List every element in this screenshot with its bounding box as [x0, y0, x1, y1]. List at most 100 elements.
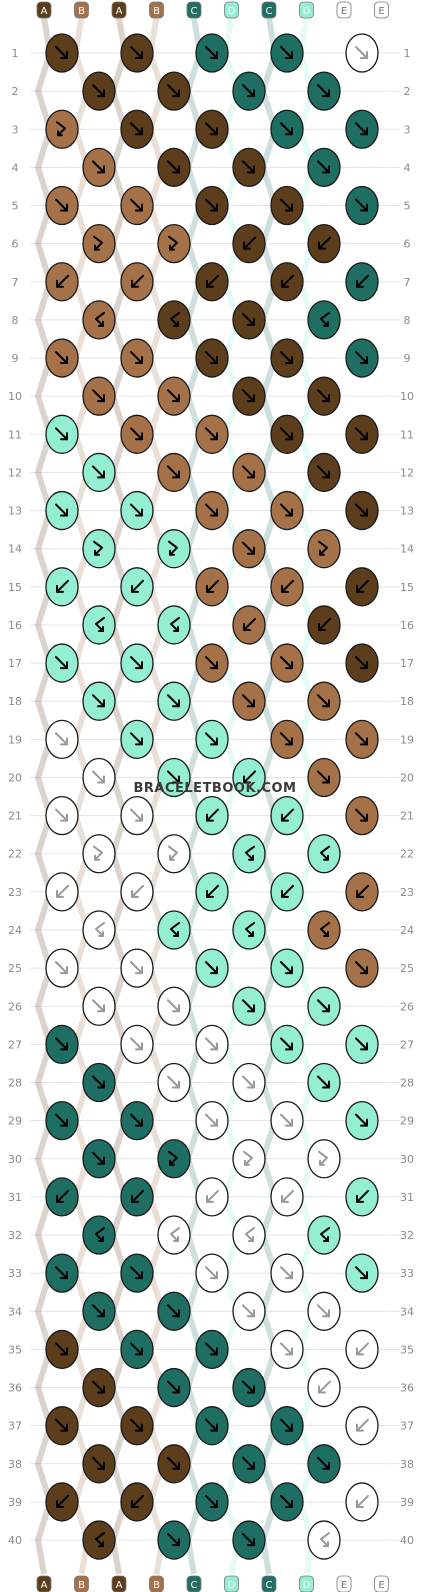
string-letter: D	[303, 6, 311, 17]
string-letter: D	[303, 1580, 311, 1591]
string-strand	[372, 17, 391, 1575]
knot-arrow-icon	[205, 122, 218, 136]
row-number-right: 6	[404, 238, 411, 251]
row-number-right: 38	[400, 1458, 414, 1471]
knot-arrow-icon	[92, 1380, 105, 1394]
knot-arrow-icon	[355, 1266, 368, 1280]
knot-arrow-icon	[242, 541, 255, 555]
knot-arrow-icon	[92, 770, 105, 784]
knot-arrow-icon	[317, 999, 330, 1013]
knot-arrow-icon	[131, 884, 144, 898]
string-tab-bottom	[336, 1575, 352, 1592]
knot-arrow-icon	[280, 46, 293, 59]
knot-arrow-icon	[355, 46, 368, 59]
knot-arrow-icon	[356, 1494, 369, 1508]
knot-arrow-icon	[356, 1418, 369, 1432]
row-number-right: 17	[400, 657, 414, 670]
knot-arrow-icon	[205, 503, 218, 517]
knot-arrow-icon	[130, 808, 143, 822]
knot-arrow-icon	[280, 1494, 293, 1508]
knot-arrow-icon	[281, 274, 294, 288]
knot-arrow-icon	[205, 732, 218, 746]
string-tab-top	[224, 1, 239, 19]
knot-arrow-icon	[130, 122, 143, 136]
row-number-left: 29	[8, 1115, 22, 1128]
row-number-right: 11	[400, 428, 414, 441]
knot	[307, 1139, 341, 1179]
knot-arrow-icon	[356, 884, 369, 898]
knot-arrow-icon	[356, 1189, 369, 1203]
row-number-left: 39	[8, 1496, 22, 1509]
knot-arrow-icon	[205, 1037, 218, 1051]
row-number-left: 3	[12, 123, 19, 136]
knot-arrow-icon	[131, 579, 144, 593]
string-letter: B	[78, 1580, 85, 1591]
row-number-right: 29	[400, 1115, 414, 1128]
knot-arrow-icon	[55, 1418, 68, 1432]
knot-arrow-icon	[95, 311, 105, 327]
row-number-right: 2	[404, 85, 411, 98]
knot-arrow-icon	[92, 1151, 105, 1165]
string-letter: E	[341, 6, 347, 17]
string-letter: E	[378, 1580, 384, 1591]
knot-arrow-icon	[243, 770, 256, 784]
knot-arrow-icon	[355, 1037, 368, 1051]
row-number-left: 23	[8, 886, 22, 899]
knot-arrow-icon	[95, 1532, 105, 1548]
row-number-left: 27	[8, 1038, 22, 1051]
knot-arrow-icon	[130, 656, 143, 670]
string-tab-bottom	[36, 1575, 52, 1592]
knot-arrow-icon	[280, 961, 293, 975]
knot-arrow-icon	[280, 503, 293, 517]
string-tab-top	[261, 1, 277, 19]
row-number-left: 15	[8, 581, 22, 594]
knot	[307, 834, 341, 874]
knot-arrow-icon	[281, 808, 294, 822]
knot-arrow-icon	[318, 1380, 331, 1394]
row-number-left: 22	[8, 848, 22, 861]
knot-arrow-icon	[205, 1418, 218, 1432]
knot-arrow-icon	[168, 845, 178, 861]
row-number-right: 16	[400, 619, 414, 632]
knot	[232, 834, 266, 874]
knot-arrow-icon	[167, 160, 180, 174]
knot-arrow-icon	[55, 198, 68, 212]
knot-arrow-icon	[130, 1037, 143, 1051]
knot-arrow-icon	[55, 351, 68, 365]
row-number-left: 19	[8, 733, 22, 746]
knot-arrow-icon	[130, 1113, 143, 1127]
knot	[232, 1139, 266, 1179]
knot-arrow-icon	[95, 616, 105, 632]
row-number-right: 24	[400, 924, 414, 937]
knot	[157, 1139, 191, 1179]
row-number-right: 20	[400, 771, 414, 784]
knot-arrow-icon	[167, 694, 180, 708]
knot-arrow-icon	[245, 921, 255, 937]
row-number-left: 34	[8, 1305, 22, 1318]
knot-arrow-icon	[242, 389, 255, 403]
knot	[157, 605, 191, 645]
string-letter: E	[341, 1580, 347, 1591]
knot-arrow-icon	[280, 732, 293, 746]
knot-arrow-icon	[243, 236, 256, 250]
knot-arrow-icon	[55, 656, 68, 670]
knot-arrow-icon	[55, 961, 68, 975]
knot-arrow-icon	[356, 579, 369, 593]
knot	[157, 1215, 191, 1255]
knot-arrow-icon	[56, 884, 69, 898]
row-number-left: 25	[8, 962, 22, 975]
knot-arrow-icon	[168, 1150, 178, 1166]
knot-arrow-icon	[130, 198, 143, 212]
knot	[157, 223, 191, 264]
knot-arrow-icon	[92, 465, 105, 479]
row-number-right: 40	[400, 1534, 414, 1547]
knot-arrow-icon	[280, 122, 293, 136]
knot-arrow-icon	[168, 235, 178, 251]
knot-arrow-icon	[242, 1075, 255, 1089]
row-number-right: 15	[400, 581, 414, 594]
knot-arrow-icon	[355, 808, 368, 822]
knot-arrow-icon	[55, 1037, 68, 1051]
knot-arrow-icon	[55, 808, 68, 822]
knot	[82, 529, 116, 569]
knot	[82, 834, 116, 874]
